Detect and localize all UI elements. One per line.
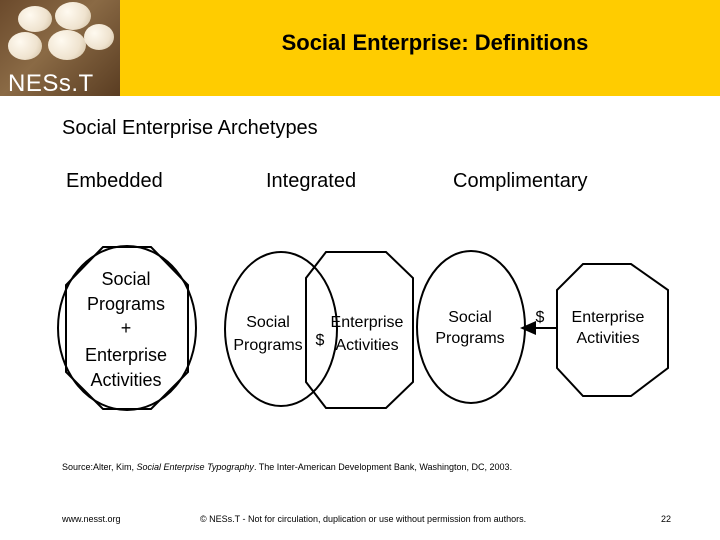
complimentary-octagon [556, 263, 669, 397]
subtitle: Social Enterprise Archetypes [62, 117, 318, 139]
source-title: Social Enterprise Typography [136, 462, 254, 472]
arrow-head-icon [520, 321, 536, 335]
embedded-octagon [65, 246, 189, 410]
complimentary-dollar-sign: $ [536, 309, 545, 326]
complimentary-octagon-text: Enterprise [572, 309, 645, 326]
column-label-integrated: Integrated [266, 170, 357, 192]
complimentary-circle-text: Programs [435, 330, 504, 347]
embedded-text-line: Social [101, 269, 150, 289]
integrated-circle-text: Social [246, 314, 290, 331]
integrated-circle [224, 251, 338, 407]
integrated-octagon-text: Activities [335, 337, 398, 354]
page-number: 22 [661, 514, 672, 524]
slide-title: Social Enterprise: Definitions [281, 30, 589, 55]
integrated-octagon [305, 251, 414, 409]
embedded-text-line: Programs [87, 294, 165, 314]
integrated-dollar-sign: $ [316, 332, 325, 349]
column-label-complimentary: Complimentary [453, 170, 588, 192]
source-prefix: Source:Alter, Kim, [62, 462, 137, 472]
embedded-text-line: + [121, 318, 132, 338]
header-band [0, 0, 720, 96]
footer-copyright: © NESs.T - Not for circulation, duplicat… [200, 514, 527, 524]
embedded-text-line: Activities [90, 370, 161, 390]
source-citation: Source:Alter, Kim, Social Enterprise Typ… [62, 462, 512, 472]
complimentary-diagram: Social Programs $ Enterprise Activities [416, 250, 669, 404]
source-suffix: . The Inter-American Development Bank, W… [253, 462, 513, 472]
complimentary-circle-text: Social [448, 309, 492, 326]
integrated-octagon-text: Enterprise [331, 314, 404, 331]
complimentary-octagon-text: Activities [576, 330, 639, 347]
integrated-diagram: Social Programs $ Enterprise Activities [224, 251, 414, 409]
column-label-embedded: Embedded [66, 170, 163, 192]
integrated-circle-text: Programs [233, 337, 302, 354]
nest-eggs-photo [0, 0, 120, 96]
footer-url: www.nesst.org [62, 514, 121, 524]
embedded-text-line: Enterprise [85, 345, 167, 365]
complimentary-circle [416, 250, 526, 404]
logo-text: NESs.T [8, 70, 94, 97]
embedded-diagram: Social Programs + Enterprise Activities [57, 245, 197, 411]
